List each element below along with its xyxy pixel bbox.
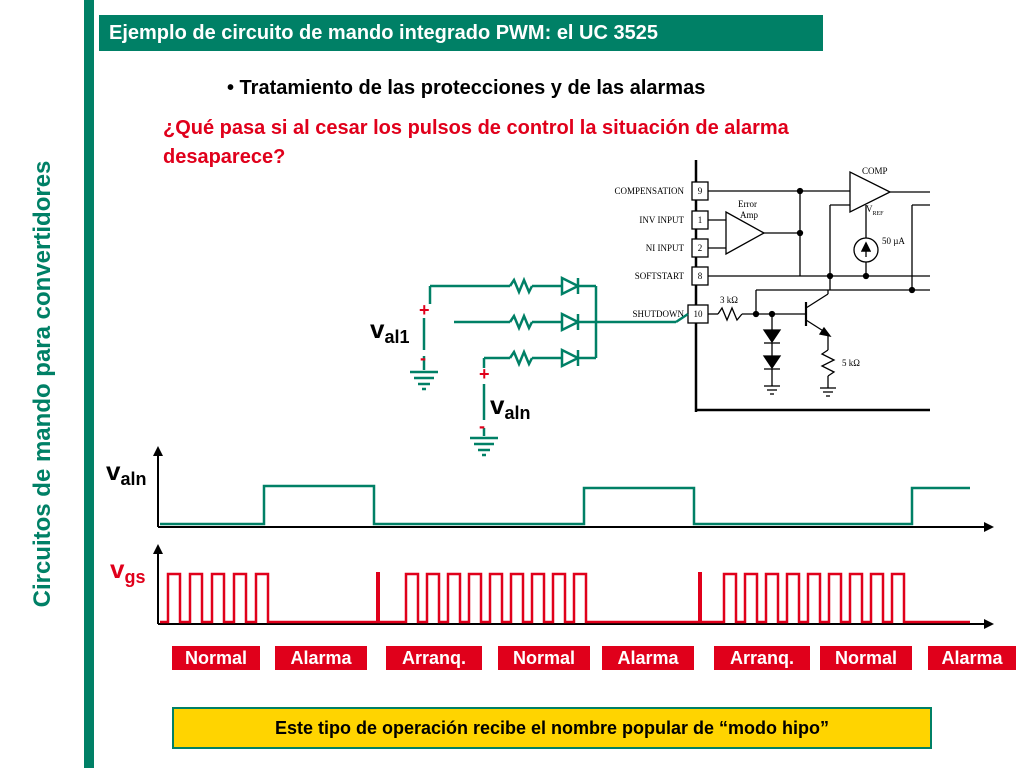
comp-label: COMP <box>862 166 888 176</box>
valn-plus: + <box>479 364 490 384</box>
val1-plus: + <box>419 300 430 320</box>
state-label-arranque: Arranq. <box>386 646 482 670</box>
note-text: Este tipo de operación recibe el nombre … <box>274 718 830 738</box>
page-title: Ejemplo de circuito de mando integrado P… <box>109 22 658 44</box>
state-label-normal: Normal <box>172 646 260 670</box>
valn-waveform <box>160 484 970 526</box>
current-source-label: 50 µA <box>882 236 905 246</box>
waveform-axes <box>153 446 994 629</box>
pin-number-9: 9 <box>698 186 703 196</box>
question-text: ¿Qué pasa si al cesar los pulsos de cont… <box>163 117 789 168</box>
state-label-normal: Normal <box>498 646 590 670</box>
pin-label-shutdown: SHUTDOWN <box>633 309 685 319</box>
state-label-normal: Normal <box>820 646 912 670</box>
state-label-alarma: Alarma <box>928 646 1016 670</box>
pin-number-1: 1 <box>698 215 703 225</box>
bullet-heading: • Tratamiento de las protecciones y de l… <box>227 77 706 99</box>
note-box: Este tipo de operación recibe el nombre … <box>172 707 932 749</box>
ic-schematic <box>687 160 930 412</box>
pin-number-2: 2 <box>698 243 703 253</box>
pin-label-softstart: SOFTSTART <box>635 271 685 281</box>
error-amp-label-1: Error <box>738 199 757 209</box>
pin-label-ni-input: NI INPUT <box>646 243 685 253</box>
val1-label: val1 <box>370 314 410 347</box>
state-label-alarma: Alarma <box>602 646 694 670</box>
state-label-arranque: Arranq. <box>714 646 810 670</box>
alarm-voltage-labels: val1 valn <box>370 314 530 423</box>
pin-label-inv-input: INV INPUT <box>639 215 684 225</box>
resistor-3k-label: 3 kΩ <box>720 295 738 305</box>
valn-label-schematic: valn <box>490 390 530 423</box>
polarity-signs: + - + - <box>419 300 490 436</box>
pin-number-8: 8 <box>698 271 703 281</box>
vref-label: VREF <box>866 204 884 217</box>
pin-label-compensation: COMPENSATION <box>614 186 684 196</box>
valn-minus: - <box>479 416 485 436</box>
waveform-labels: valn vgs <box>106 456 146 587</box>
resistor-5k-label: 5 kΩ <box>842 358 860 368</box>
title-box: Ejemplo de circuito de mando integrado P… <box>97 13 825 53</box>
state-label-alarma: Alarma <box>275 646 367 670</box>
val1-minus: - <box>420 348 426 368</box>
vgs-waveform <box>160 572 970 624</box>
valn-waveform-label: valn <box>106 456 146 489</box>
vgs-waveform-label: vgs <box>110 554 145 587</box>
alarm-network <box>410 275 689 457</box>
error-amp-label-2: Amp <box>740 210 759 220</box>
pin-number-10: 10 <box>694 309 704 319</box>
ic-labels: COMPENSATION INV INPUT NI INPUT SOFTSTAR… <box>614 166 905 368</box>
side-bar <box>84 0 94 768</box>
